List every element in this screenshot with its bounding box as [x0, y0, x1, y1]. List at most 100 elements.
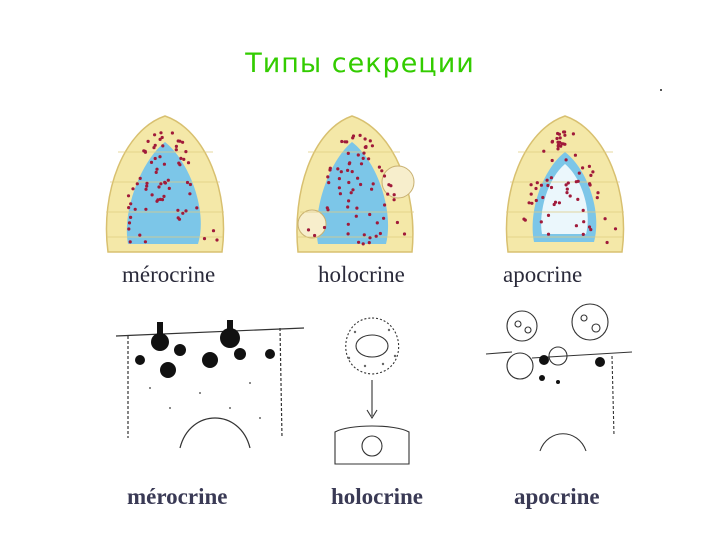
secretory-granule — [613, 227, 618, 231]
secretory-granule — [546, 213, 551, 217]
secretory-granule — [162, 162, 166, 166]
secretory-granule — [346, 205, 350, 209]
secretory-granule — [155, 199, 159, 203]
label-apocrine-top: apocrine — [503, 262, 583, 287]
secretory-granule — [370, 187, 374, 191]
secretory-granule — [550, 158, 554, 163]
secretory-granule — [158, 137, 162, 141]
secretory-granule — [186, 161, 191, 165]
secretory-granule — [188, 192, 192, 196]
secretory-granule — [144, 207, 148, 211]
secretory-granule — [539, 220, 543, 224]
secretory-granule — [363, 145, 367, 149]
secretory-granule — [158, 155, 162, 159]
secretory-granule — [386, 192, 390, 196]
secretory-granule — [370, 144, 374, 148]
secretory-granule — [337, 177, 341, 181]
secretory-granule — [346, 222, 350, 226]
secretory-granule — [337, 186, 341, 190]
secretory-granule — [345, 140, 349, 144]
secretory-granule — [153, 133, 157, 137]
secretory-granule — [573, 153, 577, 157]
secretory-granule — [591, 170, 595, 174]
secretory-granule — [561, 142, 565, 146]
label-merocrine-top: mérocrine — [122, 262, 216, 287]
secretory-granule — [306, 228, 311, 232]
secretory-granule — [576, 179, 580, 183]
secretory-granule — [542, 149, 546, 153]
secretory-granule — [582, 220, 586, 224]
label-apocrine-bottom: apocrine — [514, 484, 600, 509]
secretory-granule — [367, 157, 371, 161]
secretory-granule — [392, 198, 396, 202]
secretory-granule — [176, 216, 180, 220]
secretory-granule — [153, 156, 157, 161]
secretory-granule — [128, 240, 132, 244]
secretory-granule — [355, 206, 359, 210]
secretory-granule — [534, 186, 538, 191]
secretory-granule — [129, 215, 133, 219]
secretory-granule — [550, 139, 555, 143]
secretory-granule — [174, 148, 178, 152]
secretory-granule — [546, 232, 551, 236]
secretory-granule — [587, 225, 592, 229]
secretory-granule — [374, 234, 378, 238]
secretory-granule — [541, 195, 545, 200]
secretory-granule — [359, 182, 363, 187]
secretory-granule — [181, 140, 185, 144]
secretory-granule — [328, 168, 332, 172]
secretory-granule — [159, 182, 163, 186]
secretory-granule — [179, 156, 183, 160]
diagram-merocrine-cell — [115, 320, 305, 449]
secretory-granule — [336, 167, 340, 171]
secretory-granule — [587, 164, 591, 168]
secretory-granule — [127, 221, 132, 225]
secretory-granule — [356, 153, 360, 157]
secretory-granule — [215, 238, 219, 242]
page-title: Типы секреции — [245, 48, 475, 79]
secretory-granule — [177, 161, 181, 165]
secretory-granule — [566, 181, 570, 185]
secretory-granule — [581, 232, 585, 236]
secretory-granule — [202, 237, 207, 241]
secretory-granule — [182, 157, 186, 161]
secretory-granule — [346, 168, 350, 172]
secretory-granule — [174, 144, 178, 148]
secretory-granule — [549, 176, 553, 180]
secretory-granule — [588, 183, 592, 187]
secretory-granule — [546, 183, 550, 188]
secretory-granule — [382, 174, 387, 178]
secretory-granule — [382, 216, 386, 220]
secretory-granule — [351, 188, 355, 192]
secretory-granule — [571, 132, 575, 136]
secretory-granule — [160, 198, 165, 202]
secretory-granule — [144, 187, 148, 191]
secretory-granule — [184, 150, 188, 154]
secretory-granule — [142, 149, 146, 153]
stray-dot — [660, 89, 662, 91]
secretory-granule — [356, 176, 360, 180]
secretory-granule — [188, 182, 192, 187]
secretory-granule — [574, 224, 578, 228]
secretory-granule — [378, 231, 382, 236]
secretory-granule — [167, 186, 171, 190]
secretory-granule — [557, 201, 561, 205]
secretory-granule — [162, 194, 166, 198]
secretory-granule — [135, 182, 139, 186]
secretory-granule — [143, 240, 147, 244]
secretory-granule — [327, 181, 331, 185]
secretory-granule — [577, 171, 581, 175]
secretory-granule — [552, 202, 556, 207]
secretory-granule — [581, 208, 585, 212]
secretory-granule — [568, 194, 572, 198]
secretory-granule — [596, 191, 600, 195]
secretory-granule — [185, 180, 190, 185]
secretory-granule — [357, 240, 361, 244]
secretory-granule — [535, 181, 539, 185]
secretory-granule — [350, 170, 354, 174]
secretory-granule — [564, 158, 568, 162]
secretory-granule — [565, 191, 569, 195]
secretory-granule — [138, 233, 142, 237]
secretory-granule — [361, 156, 365, 160]
secretory-granule — [530, 201, 534, 205]
